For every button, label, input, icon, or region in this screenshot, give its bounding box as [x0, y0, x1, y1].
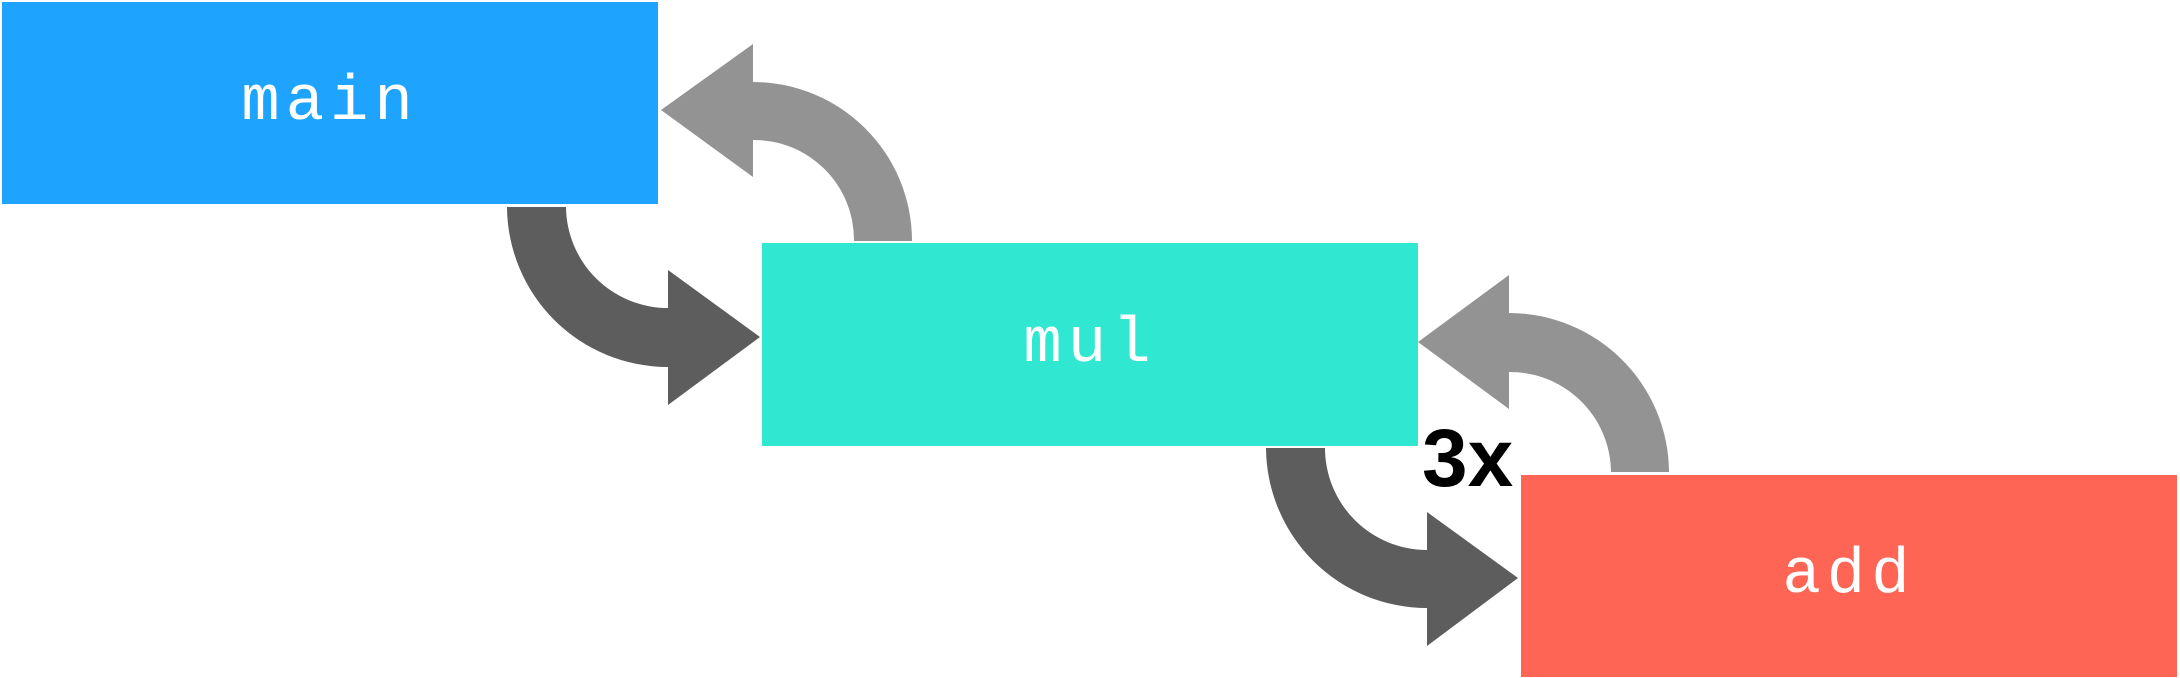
- return-arrow-mul-to-main: [661, 44, 912, 241]
- node-mul-label: mul: [1023, 308, 1157, 381]
- node-add: add: [1521, 475, 2177, 677]
- node-main-label: main: [241, 67, 419, 139]
- call-arrow-main-to-mul: [507, 207, 760, 405]
- node-mul: mul: [762, 243, 1418, 446]
- node-add-label: add: [1782, 540, 1916, 612]
- call-count-label: 3x: [1422, 413, 1514, 504]
- node-main: main: [2, 2, 658, 204]
- call-arrow-mul-to-add: [1266, 448, 1518, 646]
- return-arrow-add-to-mul: [1418, 275, 1669, 472]
